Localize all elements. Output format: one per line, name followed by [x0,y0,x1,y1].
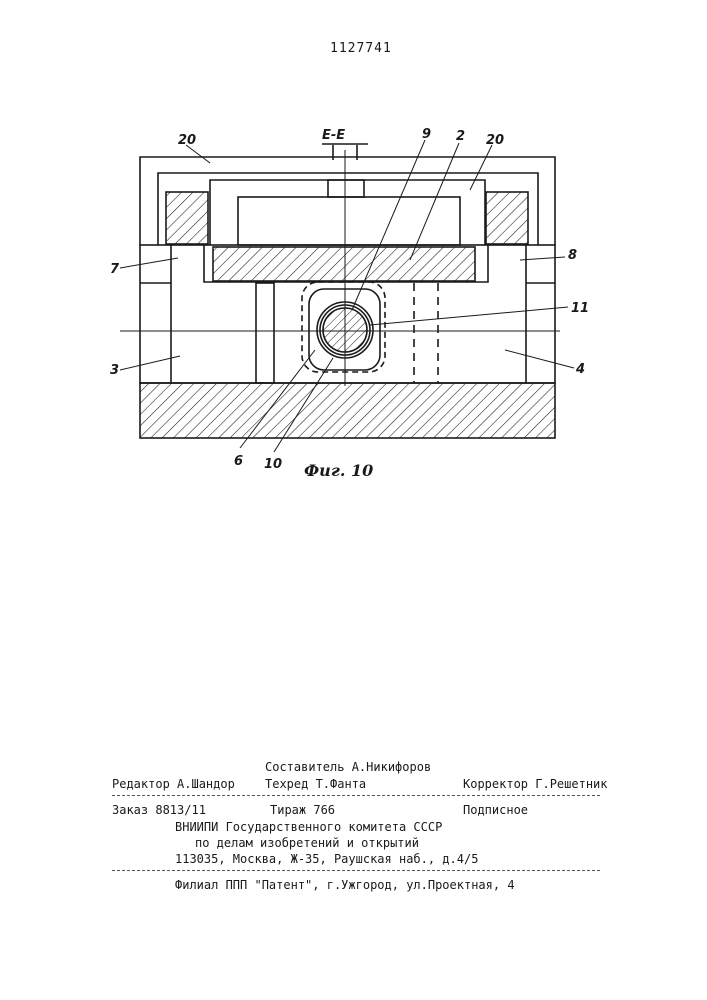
editor-line: Редактор А.Шандор [112,777,235,791]
top-stem [328,180,364,197]
part-label-2: 2 [456,129,465,144]
part-label-6: 6 [234,454,243,469]
part-label-9: 9 [422,127,431,142]
part-label-3: 3 [110,363,119,378]
leader-4 [505,350,574,368]
part-label-7: 7 [110,262,120,277]
leader-20-right [470,145,492,190]
part-label-20-right: 20 [486,133,504,148]
left-pad-block [166,192,208,244]
org-line-2: по делам изобретений и открытий [195,836,419,850]
techred-line: Техред Т.Фанта [265,777,366,791]
subscription-line: Подписное [463,803,528,817]
upper-plate [210,180,485,245]
leader-2 [410,143,459,260]
leader-11 [370,307,568,325]
circulation-line: Тираж 766 [270,803,335,817]
order-line: Заказ 8813/11 [112,803,206,817]
imprint-rule-1 [112,795,600,796]
imprint-rule-2 [112,870,600,871]
post-6 [256,283,274,383]
shaft-11 [323,308,367,352]
bracket-20-inner [158,173,538,245]
part-label-11: 11 [571,301,589,316]
corrector-line: Корректор Г.Решетник [463,777,608,791]
patent-number: 1127741 [330,41,392,56]
technical-drawing: Е-Е 20 9 2 20 7 8 11 3 4 6 10 Фиг. 10 [100,118,600,498]
right-pad-block [486,192,528,244]
org-line-1: ВНИИПИ Государственного комитета СССР [175,820,442,834]
compiler-line: Составитель А.Никифоров [265,760,431,774]
part-label-4: 4 [575,362,585,377]
part-label-20-left: 20 [178,133,196,148]
branch-line: Филиал ППП "Патент", г.Ужгород, ул.Проек… [175,878,515,892]
part-label-10: 10 [264,457,282,472]
figure-caption: Фиг. 10 [304,461,373,480]
section-label: Е-Е [322,128,345,143]
leader-7 [120,258,178,268]
part-label-8: 8 [568,248,577,263]
base [140,383,555,438]
plate-2 [213,247,475,281]
org-address: 113035, Москва, Ж-35, Раушская наб., д.4… [175,852,478,866]
